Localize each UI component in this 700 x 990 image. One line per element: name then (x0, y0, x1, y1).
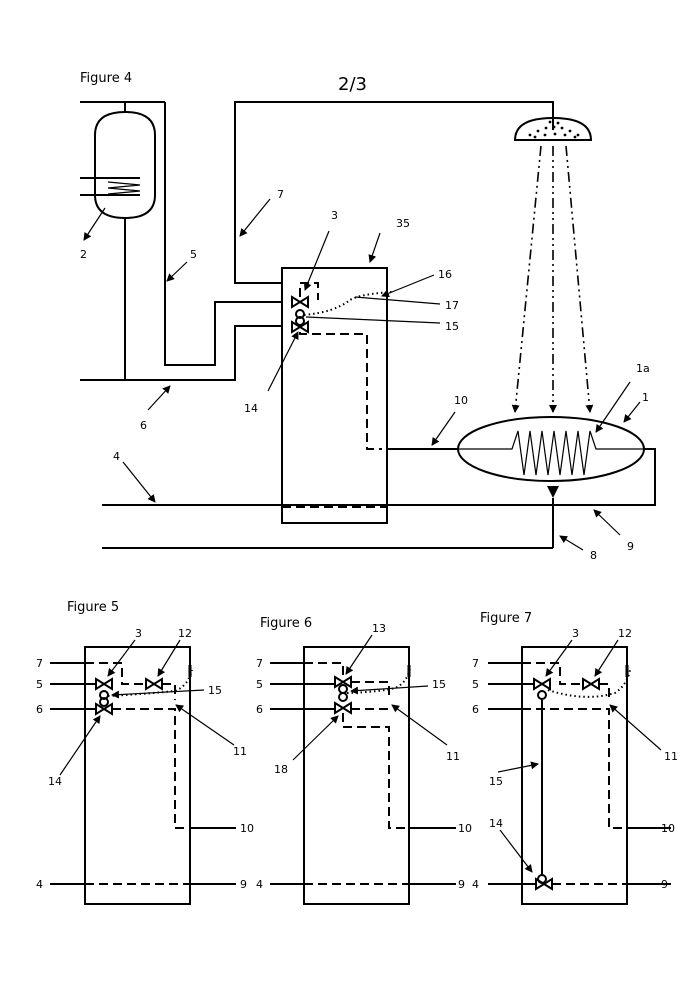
label-7: 7 (277, 188, 284, 201)
label-11: 11 (233, 745, 247, 758)
label-7: 7 (472, 657, 479, 670)
label-7: 7 (256, 657, 263, 670)
valve-14 (292, 317, 308, 332)
label-10: 10 (454, 394, 468, 407)
figure-4-caption: Figure 4 (80, 71, 132, 86)
label-15: 15 (208, 684, 222, 697)
figure-7-caption: Figure 7 (480, 611, 532, 626)
label-3: 3 (572, 627, 579, 640)
label-17: 17 (445, 299, 459, 312)
label-9: 9 (458, 878, 465, 891)
label-5: 5 (256, 678, 263, 691)
valve-3 (534, 679, 550, 689)
page-number: 2/3 (338, 74, 367, 95)
label-15: 15 (489, 775, 503, 788)
figure-6-caption: Figure 6 (260, 616, 312, 631)
label-1: 1 (642, 391, 649, 404)
label-16: 16 (438, 268, 452, 281)
label-14: 14 (489, 817, 503, 830)
label-6: 6 (256, 703, 263, 716)
valve-14 (536, 879, 552, 889)
label-4: 4 (113, 450, 120, 463)
label-4: 4 (36, 878, 43, 891)
label-15: 15 (445, 320, 459, 333)
label-9: 9 (240, 878, 247, 891)
label-11: 11 (446, 750, 460, 763)
label-18: 18 (274, 763, 288, 776)
label-14: 14 (244, 402, 258, 415)
controller-box (282, 268, 387, 523)
label-13: 13 (372, 622, 386, 635)
label-6: 6 (472, 703, 479, 716)
label-4: 4 (472, 878, 479, 891)
valve-3 (292, 297, 308, 318)
valve-3 (96, 679, 112, 689)
valve-12 (146, 679, 162, 689)
figure-5-caption: Figure 5 (67, 600, 119, 615)
label-5: 5 (190, 248, 197, 261)
figure-6: Figure 6 7 5 6 13 15 11 18 10 4 9 (256, 616, 472, 904)
controller-box (304, 647, 409, 904)
label-6: 6 (140, 419, 147, 432)
water-spray (515, 146, 590, 412)
label-5: 5 (472, 678, 479, 691)
valve-18 (335, 703, 351, 713)
label-10: 10 (240, 822, 254, 835)
pipe-6 (80, 326, 282, 380)
label-3: 3 (331, 209, 338, 222)
label-3: 3 (135, 627, 142, 640)
label-35: 35 (396, 217, 410, 230)
label-4: 4 (256, 878, 263, 891)
label-9: 9 (627, 540, 634, 553)
label-1a: 1a (636, 362, 650, 375)
figure-5: Figure 5 7 5 6 3 12 15 11 (36, 600, 254, 904)
label-11: 11 (664, 750, 678, 763)
boiler-tank (80, 102, 165, 380)
label-15: 15 (432, 678, 446, 691)
label-12: 12 (178, 627, 192, 640)
label-7: 7 (36, 657, 43, 670)
label-10: 10 (661, 822, 675, 835)
label-6: 6 (36, 703, 43, 716)
valve-12 (583, 679, 599, 689)
label-9: 9 (661, 878, 668, 891)
label-12: 12 (618, 627, 632, 640)
label-2: 2 (80, 248, 87, 261)
figure-4: Figure 4 (80, 71, 655, 562)
shower-tray-exchanger (458, 417, 655, 548)
figure-7: Figure 7 7 5 6 3 12 11 15 14 10 4 (472, 611, 678, 904)
label-8: 8 (590, 549, 597, 562)
label-14: 14 (48, 775, 62, 788)
label-10: 10 (458, 822, 472, 835)
label-5: 5 (36, 678, 43, 691)
